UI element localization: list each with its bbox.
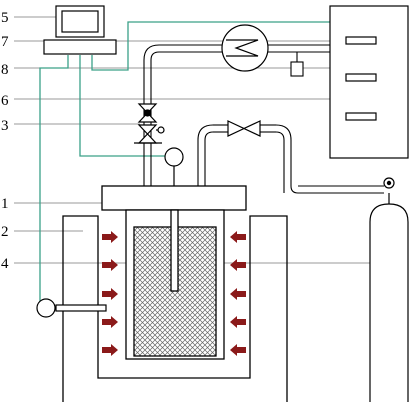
callout-1: 1 (1, 196, 9, 212)
vessel-lid (101, 185, 247, 211)
computer-base (43, 39, 117, 55)
callout-2: 2 (1, 224, 9, 240)
needle-valve-icon (134, 103, 165, 144)
callout-8: 8 (1, 62, 9, 78)
heat-arrow-right-3 (230, 288, 246, 300)
controller-slot-2 (345, 73, 377, 82)
inlet-pipe (197, 124, 384, 194)
heat-arrow-right-2 (230, 259, 246, 271)
computer (43, 5, 117, 55)
computer-screen (61, 10, 99, 33)
gas-cylinder-icon (369, 177, 409, 402)
inlet-valve-icon (227, 120, 261, 137)
heat-arrow-left-5 (102, 344, 118, 356)
controller-slot-3 (345, 112, 377, 121)
outlet-pipe (143, 44, 330, 186)
heat-arrow-right-1 (230, 231, 246, 243)
heating-jacket (62, 215, 288, 402)
condensate-trap (290, 61, 304, 77)
callout-labels: 5 7 8 6 3 1 2 4 (1, 10, 9, 272)
heat-arrow-right-5 (230, 344, 246, 356)
pressure-vessel (125, 209, 225, 360)
heat-arrow-left-4 (102, 316, 118, 328)
signal-wires (39, 21, 330, 302)
callout-3: 3 (1, 118, 9, 134)
heat-arrow-left-2 (102, 259, 118, 271)
thermocouple-icon (36, 298, 107, 318)
pressure-gauge-icon (164, 147, 184, 186)
heat-exchanger-icon (221, 24, 269, 72)
controller-box (329, 5, 409, 159)
callout-5: 5 (1, 10, 9, 26)
heat-arrow-right-4 (230, 316, 246, 328)
callout-7: 7 (1, 34, 9, 50)
callout-6: 6 (1, 93, 9, 109)
internal-probe (170, 209, 179, 292)
callout-4: 4 (1, 256, 9, 272)
heat-arrow-left-1 (102, 231, 118, 243)
heat-arrow-left-3 (102, 288, 118, 300)
controller-slot-1 (345, 36, 377, 45)
